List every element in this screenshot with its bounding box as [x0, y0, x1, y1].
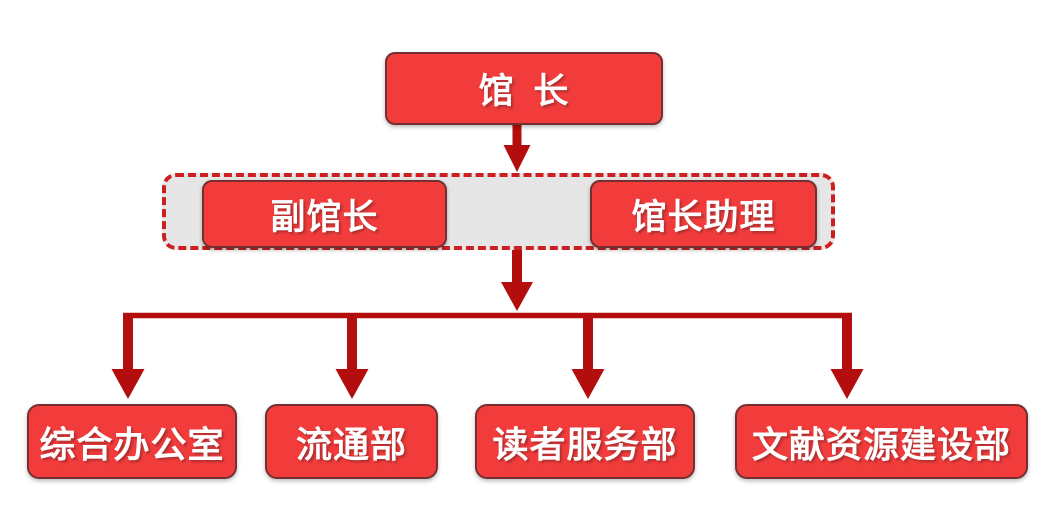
org-node-circulation-dept: 流通部	[265, 404, 438, 479]
down-arrowhead-icon	[501, 282, 533, 311]
org-node-reader-services-dept: 读者服务部	[475, 404, 695, 479]
org-node-deputy-director: 副馆长	[202, 180, 447, 248]
org-node-director-label: 馆 长	[478, 72, 570, 111]
branch-drop-reader-services	[571, 313, 605, 399]
org-node-general-office-label: 综合办公室	[39, 423, 225, 465]
arrow-root-to-middle	[503, 124, 531, 172]
down-arrowhead-icon	[503, 145, 531, 172]
org-node-general-office: 综合办公室	[27, 404, 237, 479]
org-node-director-assistant-label: 馆长助理	[631, 197, 776, 237]
branch-drop-general-office	[111, 313, 145, 399]
down-arrowhead-icon	[111, 369, 145, 399]
org-node-circulation-dept-label: 流通部	[295, 423, 407, 465]
org-node-reader-services-dept-label: 读者服务部	[492, 423, 678, 465]
down-arrowhead-icon	[830, 369, 864, 399]
org-node-document-resources-dept: 文献资源建设部	[735, 404, 1028, 479]
down-arrowhead-icon	[571, 369, 605, 399]
down-arrowhead-icon	[335, 369, 369, 399]
org-node-deputy-director-label: 副馆长	[270, 197, 379, 237]
arrow-middle-to-branch	[501, 249, 533, 311]
org-node-director-assistant: 馆长助理	[590, 180, 817, 248]
org-node-director: 馆 长	[385, 52, 663, 125]
branch-drop-circulation	[335, 313, 369, 399]
org-node-document-resources-dept-label: 文献资源建设部	[751, 423, 1011, 465]
branch-drop-document-resources	[830, 313, 864, 399]
